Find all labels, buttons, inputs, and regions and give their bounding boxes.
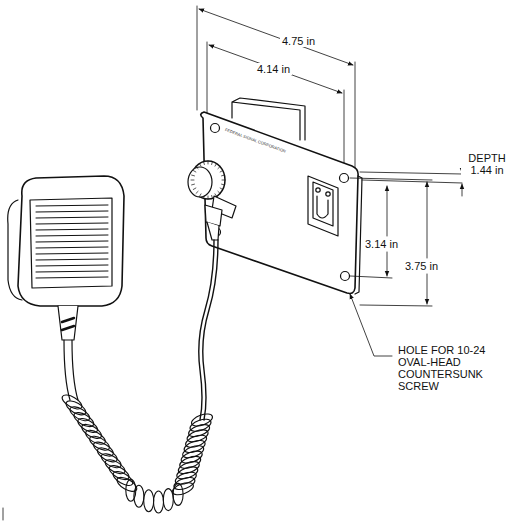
grille-slat	[36, 247, 108, 248]
knurl-stroke	[193, 171, 196, 173]
dimension-label: 3.14 in	[363, 238, 400, 250]
knurl-stroke	[215, 164, 217, 167]
knurl-stroke	[193, 188, 196, 190]
coil-loop	[163, 489, 173, 511]
knurl-stroke	[218, 191, 220, 193]
knurl-stroke	[211, 195, 213, 198]
grille-slat	[36, 253, 108, 254]
coil-loop	[144, 490, 154, 512]
knurl-stroke	[196, 191, 198, 193]
knurl-stroke	[192, 184, 195, 186]
grille-slat	[36, 217, 108, 218]
dimension-label: 4.75 in	[280, 35, 317, 47]
coil-loop	[154, 491, 164, 513]
grille-slat	[36, 271, 108, 272]
grille-slat	[36, 235, 108, 236]
grille-slat	[36, 241, 108, 242]
grille-slat	[36, 205, 108, 206]
knurl-stroke	[208, 161, 209, 164]
grille-slat	[36, 223, 108, 224]
coil-loop	[190, 412, 214, 429]
depth-label: DEPTH 1.44 in	[461, 152, 513, 176]
grille-slat	[36, 265, 108, 266]
knurl-stroke	[200, 164, 202, 167]
callout-note: HOLE FOR 10-24 OVAL-HEAD COUNTERSUNK SCR…	[396, 344, 496, 392]
knurl-stroke	[220, 171, 223, 173]
knurl-stroke	[220, 188, 223, 190]
knurl-stroke	[203, 195, 205, 198]
knurl-stroke	[222, 184, 225, 186]
dimension-label: 3.75 in	[403, 260, 440, 272]
knurl-stroke	[192, 175, 195, 177]
knurl-stroke	[211, 162, 213, 165]
knurl-stroke	[222, 180, 225, 181]
grille-slat	[36, 277, 108, 278]
knurl-stroke	[218, 167, 220, 169]
grille-slat	[36, 229, 108, 230]
grille-slat	[36, 211, 108, 212]
coil-loop	[134, 485, 144, 507]
knurl-stroke	[196, 167, 198, 169]
knurl-stroke	[203, 162, 205, 165]
knurl-stroke	[200, 194, 202, 197]
knurl-stroke	[222, 175, 225, 177]
grille-slat	[36, 259, 108, 260]
dimension-label: 4.14 in	[255, 63, 292, 75]
coil-loop	[111, 469, 135, 489]
knurl-stroke	[191, 180, 194, 181]
knurl-stroke	[208, 196, 209, 199]
